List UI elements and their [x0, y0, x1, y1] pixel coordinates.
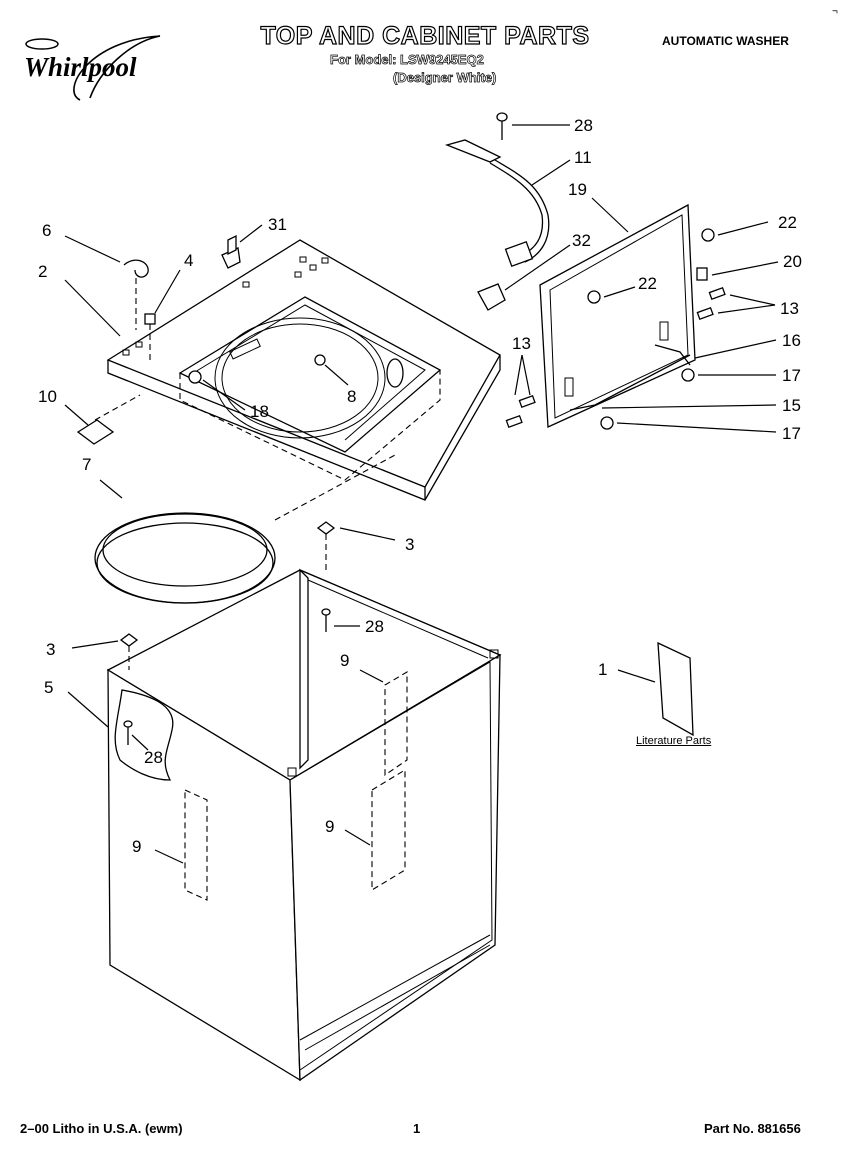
- footer-print-info: 2–00 Litho in U.S.A. (ewm): [20, 1121, 183, 1136]
- page-title: TOP AND CABINET PARTS: [260, 21, 590, 50]
- callout-label: 11: [574, 148, 592, 167]
- callout-label: 3: [405, 535, 414, 554]
- cabinet-drawing: [106, 521, 502, 1082]
- part-number: Part No. 881656: [704, 1121, 801, 1136]
- callout-label: 10: [38, 387, 57, 406]
- callout-label: 8: [347, 387, 356, 406]
- lid-switch-harness-drawing: [444, 112, 550, 311]
- callout-label: 20: [783, 252, 802, 271]
- callout-label: 22: [778, 213, 797, 232]
- pad-drawing: [76, 419, 115, 445]
- leader-lines: [64, 124, 779, 864]
- callout-label: 28: [365, 617, 384, 636]
- page-number: 1: [413, 1121, 421, 1136]
- callout-label: 32: [572, 231, 591, 250]
- callout-label: 18: [250, 402, 269, 421]
- literature-drawing: [657, 641, 694, 737]
- literature-parts-label: Literature Parts: [636, 735, 712, 747]
- callout-label: 22: [638, 274, 657, 293]
- model-color: (Designer White): [393, 70, 497, 86]
- callout-label: 9: [340, 651, 349, 670]
- tub-ring-drawing: [94, 454, 396, 604]
- callout-label: 6: [42, 221, 51, 240]
- callout-label: 19: [568, 180, 587, 199]
- callout-label: 3: [46, 640, 55, 659]
- small-clips-drawing: [123, 234, 241, 360]
- callout-label: 31: [268, 215, 287, 234]
- callout-label: 9: [325, 817, 334, 836]
- callout-label: 1: [598, 660, 607, 679]
- callout-label: 7: [82, 455, 91, 474]
- callout-label: 15: [782, 396, 801, 415]
- lid-drawing: [505, 203, 726, 430]
- callout-label: 9: [132, 837, 141, 856]
- brand-wordmark: Whirlpool: [24, 52, 137, 82]
- whirlpool-swirl-icon: Whirlpool: [24, 35, 161, 101]
- model-number: For Model: LSW9245EQ2: [330, 52, 485, 68]
- callout-label: 28: [574, 116, 593, 135]
- callout-label: 28: [144, 748, 163, 767]
- product-type: AUTOMATIC WASHER: [662, 34, 789, 48]
- callout-labels: 28 11 19 22 20 22 13 16 17 15 17 13 32 3…: [38, 116, 802, 856]
- whirlpool-logo: Whirlpool: [20, 30, 190, 110]
- callout-label: 5: [44, 678, 53, 697]
- callout-label: 4: [184, 251, 193, 270]
- corner-mark: ¬: [832, 6, 838, 17]
- callout-label: 13: [780, 299, 799, 318]
- callout-label: 13: [512, 334, 531, 353]
- top-panel-drawing: [106, 239, 501, 501]
- callout-label: 16: [782, 331, 801, 350]
- callout-label: 17: [782, 424, 801, 443]
- callout-label: 17: [782, 366, 801, 385]
- callout-label: 2: [38, 262, 47, 281]
